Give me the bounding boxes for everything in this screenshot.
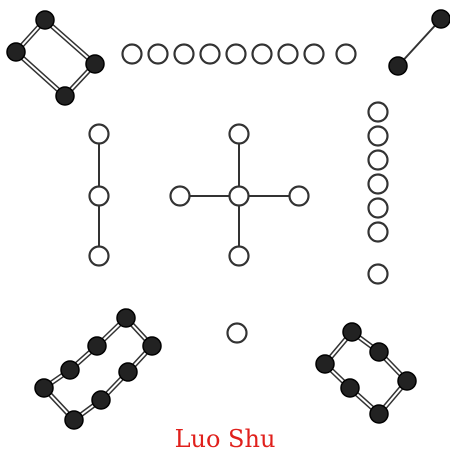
caption: Luo Shu [174,425,276,453]
yin-dot [6,42,26,62]
yang-dot [335,43,357,65]
group-2-link [397,18,442,67]
yang-dot [121,43,143,65]
yin-dot [34,378,54,398]
group-3 [88,123,110,267]
yin-dot [91,390,111,410]
yin-dot [388,56,408,76]
group-4 [6,10,105,106]
yin-dot [64,410,84,430]
yang-dot [88,185,110,207]
yin-dot [116,308,136,328]
yang-dot [226,322,248,344]
yang-dot [225,43,247,65]
yin-dot [397,371,417,391]
yang-dot [147,43,169,65]
yin-dot [369,342,389,362]
group-9 [121,43,357,65]
yin-dot [342,322,362,342]
yang-dot [367,125,389,147]
yin-dot [87,336,107,356]
yang-dot [228,185,250,207]
yang-dot [169,185,191,207]
yang-dot [199,43,221,65]
yang-dot [367,149,389,171]
yang-dot [288,185,310,207]
group-7 [367,101,389,285]
yang-dot [367,263,389,285]
yang-dot [88,245,110,267]
group-8 [34,308,162,430]
yin-dot [85,54,105,74]
group-2 [388,9,450,76]
yang-dot [228,123,250,145]
yin-dot [60,360,80,380]
yin-dot [431,9,450,29]
yang-dot [367,173,389,195]
yin-dot [340,378,360,398]
group-4-loop-outer [13,17,98,99]
yang-dot [367,101,389,123]
yang-dot [303,43,325,65]
yin-dot [369,404,389,424]
yang-dot [88,123,110,145]
yang-dot [277,43,299,65]
yin-dot [142,336,162,356]
group-1 [226,322,248,344]
yang-dot [251,43,273,65]
yin-dot [315,354,335,374]
yin-dot [55,86,75,106]
yang-dot [367,197,389,219]
yin-dot [118,362,138,382]
yang-dot [228,245,250,267]
group-6 [315,322,417,424]
yang-dot [173,43,195,65]
group-5 [169,123,310,267]
yang-dot [367,221,389,243]
yin-dot [35,10,55,30]
